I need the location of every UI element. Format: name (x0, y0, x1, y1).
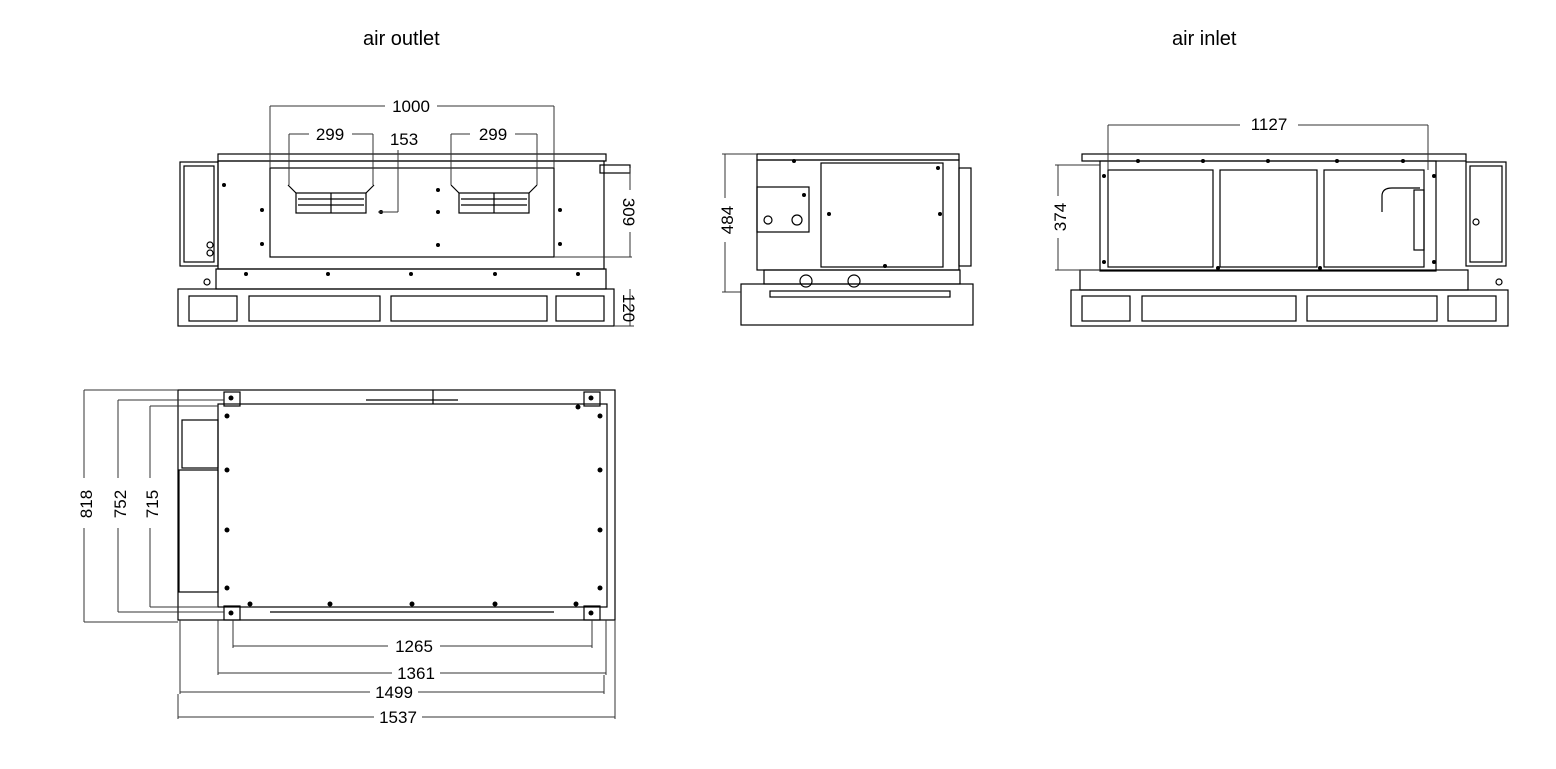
dimension-lines (83, 105, 1429, 719)
dim-inlet-height: 374 (1051, 203, 1070, 231)
dim-1499: 1499 (375, 683, 413, 702)
top-view (177, 389, 616, 621)
dim-outlet-offset: 153 (390, 130, 418, 149)
dim-715: 715 (143, 490, 162, 518)
dim-1265: 1265 (395, 637, 433, 656)
dim-outlet-height: 309 (619, 198, 638, 226)
dim-outlet-base: 120 (619, 294, 638, 322)
dim-818: 818 (77, 490, 96, 518)
inlet-view (1070, 153, 1509, 327)
dim-grille-left: 299 (316, 125, 344, 144)
air-outlet-title: air outlet (363, 28, 440, 50)
dim-752: 752 (111, 490, 130, 518)
dim-grille-right: 299 (479, 125, 507, 144)
screw-dots (222, 159, 1436, 616)
dim-side-height: 484 (718, 206, 737, 234)
dim-1361: 1361 (397, 664, 435, 683)
dim-1537: 1537 (379, 708, 417, 727)
air-inlet-title: air inlet (1172, 28, 1237, 50)
dim-inlet-width: 1127 (1251, 115, 1288, 134)
side-view (740, 153, 974, 326)
dim-outlet-width: 1000 (392, 97, 430, 116)
outlet-view (177, 153, 631, 327)
